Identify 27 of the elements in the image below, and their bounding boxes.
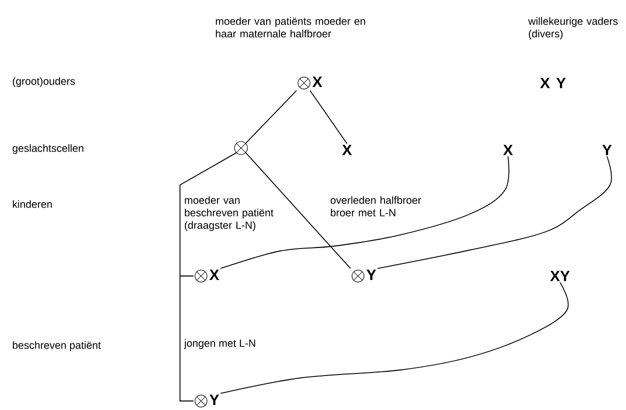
annotation: beschreven patiënt [12, 341, 101, 351]
annotation: geslachtscellen [12, 144, 84, 154]
chromosome-label: Y [602, 144, 612, 156]
chromosome-label: X [194, 270, 220, 282]
chromosome-label: X [298, 76, 322, 90]
chromosome-label: X Y [540, 78, 566, 88]
annotation: (groot)ouders [12, 77, 75, 87]
chromosome-label: Y [352, 270, 376, 282]
pedigree-line [245, 90, 297, 144]
pedigree-line [245, 152, 351, 269]
annotation: overleden halfbroer broer met L-N [330, 196, 422, 216]
chromosome-label: XY [550, 270, 570, 282]
chromosome-label: X [342, 144, 352, 156]
pedigree-line [180, 152, 237, 276]
pedigree-line [377, 156, 612, 269]
pedigree-line [310, 90, 348, 144]
annotation: moeder van patiënts moeder en haar maternale halfbroer [216, 17, 366, 38]
annotation: kinderen [12, 200, 52, 208]
pedigree-line [220, 282, 569, 394]
annotation: jongen met L-N [184, 339, 256, 349]
chromosome-label: Y [194, 394, 220, 408]
annotation: willekeurige vaders (divers) [528, 17, 618, 40]
mutation-symbol [234, 141, 248, 155]
annotation: moeder van beschreven patiënt (draagster L-N) [184, 196, 274, 231]
pedigree-line [220, 156, 510, 269]
chromosome-label: X [503, 144, 513, 156]
pedigree-line [180, 276, 194, 402]
